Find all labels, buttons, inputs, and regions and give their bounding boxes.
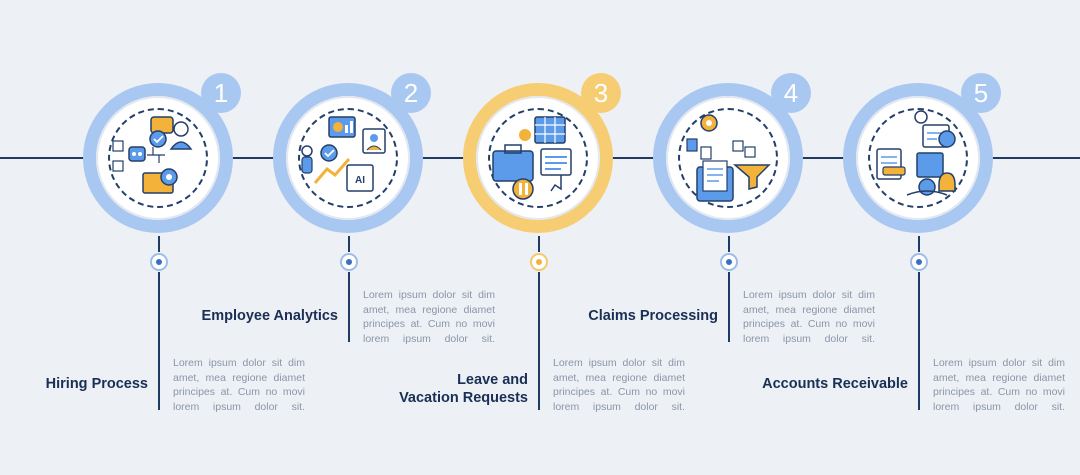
accounts-receivable-icon [876, 110, 956, 196]
step-2-text: Lorem ipsum dolor sit dim amet, mea regi… [363, 289, 495, 345]
step-3-title: Leave and Vacation Requests [399, 372, 528, 406]
step-5-circle: 5 [843, 73, 1001, 233]
step-3-dashed-ring [488, 108, 588, 208]
step-3-dot [530, 253, 548, 271]
step-1-text: Lorem ipsum dolor sit dim amet, mea regi… [173, 357, 305, 413]
step-2-connector-top [348, 236, 350, 252]
step-5-title: Accounts Receivable [762, 376, 908, 392]
ai-chip-label: AI [355, 175, 365, 186]
step-3-circle: 3 [463, 73, 621, 233]
step-1-circle: 1 [83, 73, 241, 233]
step-4-circle: 4 [653, 73, 811, 233]
step-5-number-badge: 5 [961, 73, 1001, 113]
step-4-dashed-ring [678, 108, 778, 208]
hiring-process-icon [112, 116, 193, 194]
step-2-dashed-ring [298, 108, 398, 208]
step-1-title: Hiring Process [45, 376, 148, 392]
step-5-dot [910, 253, 928, 271]
employee-analytics-icon: AI [301, 116, 386, 192]
step-4-connector-bottom [728, 272, 730, 342]
step-3-connector-bottom [538, 272, 540, 410]
step-5-dashed-ring [868, 108, 968, 208]
claims-processing-icon [686, 114, 771, 202]
step-2-circle: AI 2 [273, 73, 431, 233]
step-4-title: Claims Processing [588, 308, 718, 324]
step-1-connector-bottom [158, 272, 160, 410]
step-5-connector-bottom [918, 272, 920, 410]
step-5-connector-top [918, 236, 920, 252]
step-2-number-badge: 2 [391, 73, 431, 113]
step-2-dot [340, 253, 358, 271]
step-1-dashed-ring [108, 108, 208, 208]
step-3-text: Lorem ipsum dolor sit dim amet, mea regi… [553, 357, 685, 413]
vacation-requests-icon [492, 116, 572, 200]
step-4-number-badge: 4 [771, 73, 811, 113]
step-3-connector-top [538, 236, 540, 252]
step-1-number-badge: 1 [201, 73, 241, 113]
step-4-connector-top [728, 236, 730, 252]
step-2-connector-bottom [348, 272, 350, 342]
step-4-text: Lorem ipsum dolor sit dim amet, mea regi… [743, 289, 875, 345]
step-4-dot [720, 253, 738, 271]
step-5-text: Lorem ipsum dolor sit dim amet, mea regi… [933, 357, 1065, 413]
step-3-number-badge: 3 [581, 73, 621, 113]
step-1-connector-top [158, 236, 160, 252]
step-1-dot [150, 253, 168, 271]
step-2-title: Employee Analytics [201, 308, 338, 324]
